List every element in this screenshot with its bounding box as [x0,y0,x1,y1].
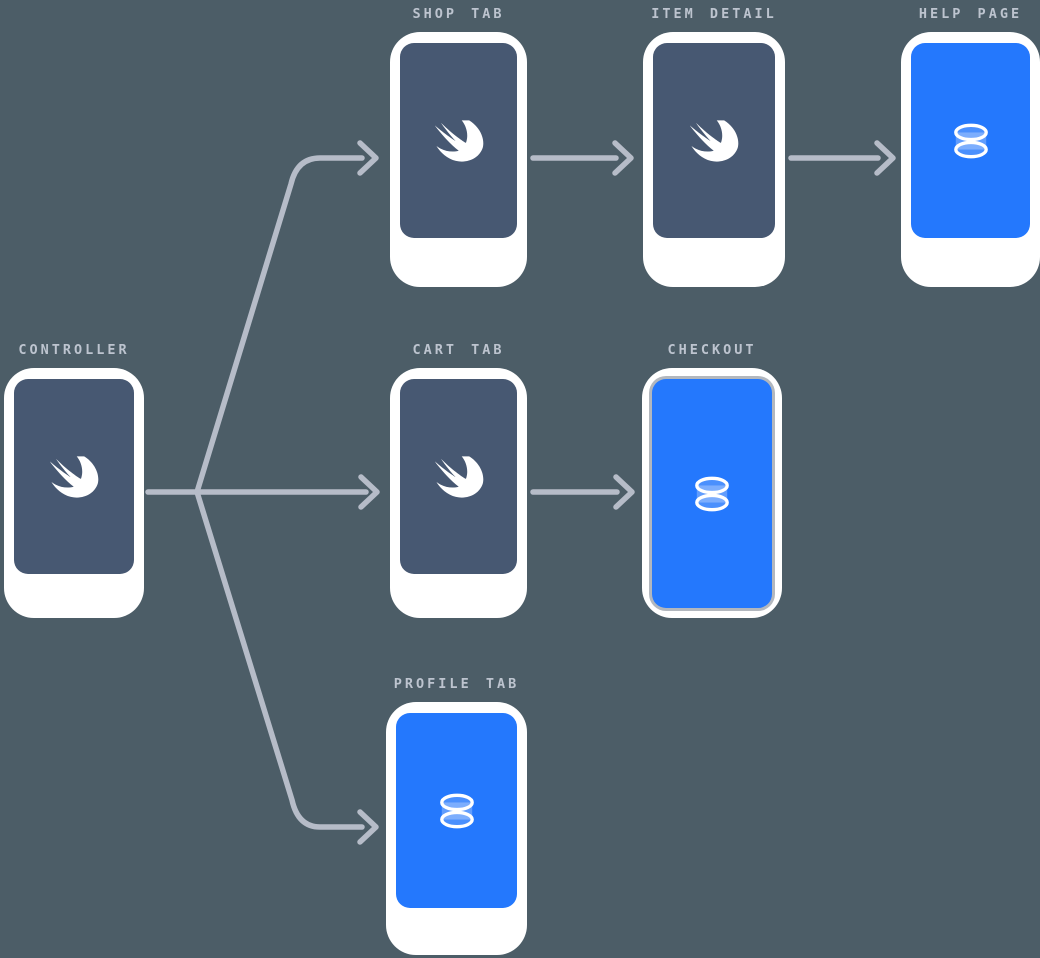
phone-checkout [642,368,782,618]
database-icon [953,123,988,158]
edge-cart-checkout-arrowhead [613,474,635,510]
edge-controller-cart-arrowhead [358,474,380,510]
home-dot [666,249,682,264]
node-label-help-page: HELP PAGE [918,6,1023,22]
node-label-profile-tab: PROFILE TAB [393,676,520,692]
home-dot [706,249,722,264]
home-dot [26,585,42,600]
phone-cart-tab [390,368,527,618]
item-detail-screen [653,43,775,238]
phone-help-page [901,32,1040,287]
edge-controller-shop [194,155,365,495]
node-label-controller: CONTROLLER [18,342,130,358]
home-dot [491,249,506,264]
cart-tab-screen [400,379,517,574]
controller-screen [14,379,134,574]
profile-tab-screen [396,713,517,908]
node-label-shop-tab: SHOP TAB [412,6,505,22]
home-indicator-dots [400,249,517,264]
phone-controller [4,368,144,618]
home-dot [746,249,762,264]
home-dot [449,919,464,934]
home-dot [106,585,122,600]
home-dot [451,585,466,600]
home-dot [411,249,426,264]
home-indicator-dots [14,585,134,600]
home-indicator-dots [400,585,517,600]
help-page-screen [911,43,1030,238]
home-indicator-dots [911,249,1030,264]
swift-bird-icon [434,120,483,162]
edge-shop-item-arrowhead [612,140,634,176]
node-label-checkout: CHECKOUT [667,342,757,358]
phone-profile-tab [386,702,527,955]
database-icon [695,476,729,511]
home-dot [489,919,504,934]
shop-tab-screen [400,43,517,238]
home-dot [963,249,978,264]
edge-controller-profile-arrowhead [357,809,379,845]
edge-item-help-arrowhead [874,140,896,176]
home-dot [411,585,426,600]
phone-shop-tab [390,32,527,287]
home-dot [491,585,506,600]
home-indicator-dots [396,919,517,934]
swift-bird-icon [49,456,99,498]
swift-bird-icon [689,120,739,162]
phone-item-detail [643,32,785,287]
node-label-cart-tab: CART TAB [412,342,505,358]
home-dot [66,585,82,600]
checkout-screen [652,379,772,608]
swift-bird-icon [434,456,483,498]
edge-controller-shop-arrowhead [357,140,379,176]
home-dot [451,249,466,264]
home-dot [923,249,938,264]
home-indicator-dots [653,249,775,264]
node-label-item-detail: ITEM DETAIL [651,6,777,22]
home-dot [1003,249,1018,264]
home-dot [409,919,424,934]
database-icon [439,793,474,828]
edge-controller-profile [194,489,365,830]
